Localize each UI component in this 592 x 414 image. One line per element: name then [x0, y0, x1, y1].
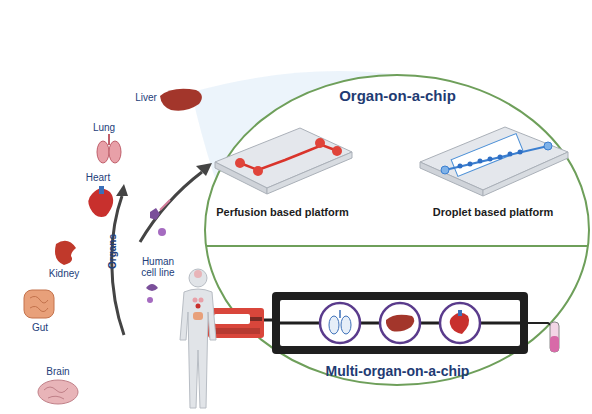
human-figure	[180, 269, 216, 408]
heart-compartment	[440, 303, 480, 343]
heart-compartment	[458, 310, 462, 316]
platform-ellipse	[205, 75, 589, 385]
brain-icon	[38, 380, 78, 404]
node-heading: Multi-organ-on-a-chip	[205, 363, 590, 379]
droplet-chip	[445, 146, 548, 170]
chip-frame	[272, 292, 528, 354]
syringe-pump	[212, 328, 260, 334]
lung-icon	[97, 134, 121, 163]
perfusion-chip	[240, 145, 335, 170]
outlet-tube	[528, 323, 552, 326]
cell-icons	[150, 208, 160, 220]
source-label: Human cell line	[135, 256, 181, 278]
syringe-pump	[250, 317, 262, 321]
node-heading: Organ-on-a-chip	[205, 87, 590, 104]
syringe-pump	[214, 314, 250, 324]
axis-label: Organs	[107, 234, 118, 269]
ellipse-divider	[207, 245, 587, 247]
droplet-chip	[544, 142, 552, 150]
heart-icon	[99, 186, 104, 194]
perfusion-chip	[235, 158, 245, 168]
brain-icon	[44, 387, 68, 399]
droplet-chip	[478, 159, 483, 164]
collection-tube	[550, 322, 559, 352]
droplet-chip	[498, 155, 503, 160]
chip-frame	[280, 300, 520, 346]
droplet-chip	[458, 164, 463, 169]
tubing	[264, 319, 272, 322]
human-figure	[193, 298, 198, 303]
human-figure	[194, 270, 202, 278]
human-figure	[180, 289, 216, 408]
liver-compartment	[386, 315, 414, 332]
cell-icons	[146, 200, 170, 303]
lung-icon	[97, 141, 109, 163]
gut-icon	[24, 290, 54, 318]
organ-label: Liver	[135, 92, 157, 103]
node-heading: Perfusion based platform	[210, 206, 355, 218]
liver-compartment	[380, 303, 420, 343]
lung-icon	[108, 134, 110, 145]
collection-tube	[550, 336, 559, 352]
organ-label: Brain	[46, 366, 69, 377]
human-figure	[199, 298, 204, 303]
organ-label: Lung	[93, 122, 115, 133]
gut-icon	[24, 290, 54, 318]
droplet-chip	[441, 166, 449, 174]
cell-icons	[146, 284, 158, 291]
platform-section: Organ-on-a-chipPerfusion based platform D…	[205, 75, 590, 245]
heart-compartment	[440, 303, 480, 343]
brain-icon	[38, 380, 78, 404]
chip-platform: Perfusion based platform	[210, 120, 355, 225]
droplet-chip	[420, 127, 568, 196]
chip-arrow	[196, 163, 212, 176]
droplet-chip	[518, 150, 523, 155]
lung-compartment	[341, 316, 351, 334]
lung-compartment	[329, 316, 339, 334]
human-figure	[189, 269, 207, 287]
perfusion-chip	[332, 146, 342, 156]
heart-icon	[88, 186, 113, 217]
lung-icon	[109, 141, 121, 163]
organ-label: Kidney	[49, 268, 80, 279]
chip-arrow	[140, 163, 212, 242]
chip-arrow	[140, 172, 202, 242]
syringe-pump	[208, 308, 264, 338]
droplet-chip	[488, 157, 493, 162]
organs-arrow	[116, 184, 128, 196]
human-figure	[193, 312, 203, 320]
droplet-chip	[468, 162, 473, 167]
perfusion-chip	[267, 152, 352, 194]
organ-label: Gut	[32, 322, 48, 333]
liver-icon	[160, 89, 202, 111]
cell-icons	[160, 200, 170, 210]
gut-icon	[30, 296, 48, 311]
node-heading: Droplet based platform	[418, 206, 568, 218]
perfusion-chip	[215, 128, 352, 188]
syringe-pump	[208, 308, 264, 338]
collection-tube	[550, 322, 559, 352]
droplet-chip	[420, 127, 568, 190]
perfusion-chip	[253, 166, 263, 176]
platform-section: Multi-organ-on-a-chip	[205, 247, 590, 385]
cell-icons	[158, 228, 166, 236]
perfusion-chip	[215, 128, 352, 194]
droplet-chip	[451, 134, 523, 177]
lung-compartment	[320, 303, 360, 343]
chip-frame	[272, 292, 528, 354]
lung-compartment	[339, 310, 341, 318]
perfusion-chip	[315, 138, 325, 148]
cell-icons	[147, 297, 153, 303]
chip-platform: Droplet based platform	[418, 120, 568, 225]
kidney-icon	[55, 241, 76, 265]
droplet-chip	[508, 152, 513, 157]
liver-compartment	[380, 303, 420, 343]
organ-label: Heart	[86, 172, 110, 183]
human-figure	[196, 304, 201, 309]
lung-compartment	[320, 303, 360, 343]
